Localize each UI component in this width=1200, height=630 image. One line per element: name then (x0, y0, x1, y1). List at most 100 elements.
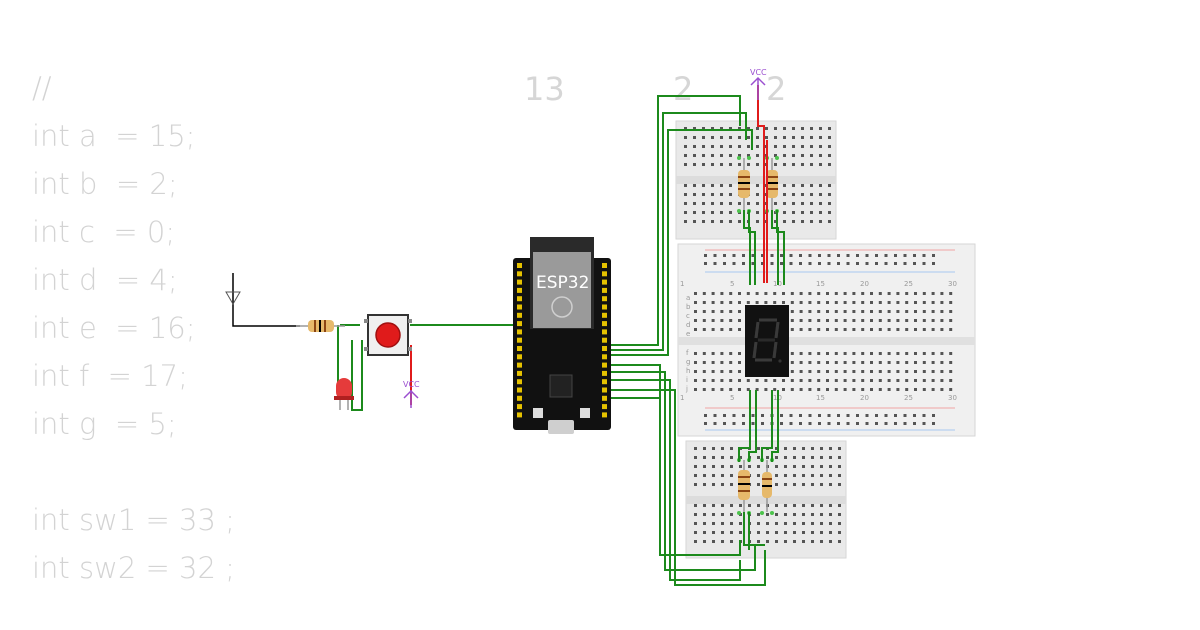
breadboard-hole (766, 522, 769, 525)
breadboard-hole (861, 352, 865, 355)
breadboard-hole (693, 127, 696, 130)
breadboard-hole (828, 163, 831, 166)
breadboard-hole (703, 474, 706, 477)
breadboard-hole (922, 254, 926, 257)
breadboard-hole (720, 310, 724, 313)
breadboard-hole (729, 310, 733, 313)
breadboard-hole (799, 254, 802, 257)
breadboard-hole (751, 254, 755, 257)
breadboard-hole (819, 136, 822, 139)
breadboard-hole (808, 292, 812, 295)
breadboard-hole (711, 127, 714, 130)
breadboard-hole (914, 319, 917, 322)
breadboard-hole (819, 220, 822, 223)
breadboard-hole (789, 262, 793, 265)
breadboard-hole (811, 522, 814, 525)
breadboard-hole (720, 145, 723, 148)
breadboard-hole (702, 328, 706, 331)
breadboard-hole (756, 184, 759, 187)
breadboard-hole (775, 465, 778, 468)
breadboard-hole (838, 522, 841, 525)
breadboard-hole (799, 301, 803, 304)
breadboard-hole (838, 531, 841, 534)
breadboard-hole (755, 379, 759, 382)
breadboard-hole (801, 202, 804, 205)
breadboard-hole (738, 301, 741, 304)
breadboard-hole (828, 136, 831, 139)
breadboard-hole (712, 531, 715, 534)
breadboard-hole (861, 379, 865, 382)
breadboard-hole (887, 370, 891, 373)
breadboard-hole (694, 292, 697, 295)
breadboard-hole (896, 370, 900, 373)
breadboard-hole (799, 414, 802, 417)
breadboard-hole (742, 262, 745, 265)
breadboard-hole (834, 379, 838, 382)
led-red (334, 378, 354, 410)
breadboard-hole (817, 361, 821, 364)
breadboard-hole (774, 154, 777, 157)
breadboard-hole (783, 202, 786, 205)
breadboard-hole (802, 483, 805, 486)
breadboard-hole (792, 145, 795, 148)
breadboard-hole (773, 388, 777, 391)
breadboard-hole (820, 456, 823, 459)
breadboard-hole (843, 352, 847, 355)
breadboard-hole (702, 220, 705, 223)
esp32-pin (602, 412, 607, 418)
breadboard-hole (702, 352, 706, 355)
esp32-pin (602, 404, 607, 410)
breadboard-hole (914, 310, 917, 313)
breadboard-hole (770, 254, 774, 257)
breadboard-hole (774, 136, 777, 139)
breadboard-hole (702, 370, 706, 373)
breadboard-hole (819, 145, 822, 148)
breadboard-hole (828, 184, 831, 187)
breadboard-hole (712, 483, 715, 486)
breadboard-hole (811, 531, 814, 534)
breadboard-hole (723, 254, 726, 257)
breadboard-hole (834, 370, 838, 373)
breadboard-hole (828, 193, 831, 196)
breadboard-hole (808, 301, 812, 304)
breadboard-hole (766, 531, 769, 534)
breadboard-hole (878, 292, 882, 295)
breadboard-hole (774, 163, 777, 166)
breadboard-hole (905, 292, 909, 295)
breadboard-hole (808, 414, 812, 417)
breadboard-hole (790, 361, 794, 364)
breadboard-hole (720, 136, 723, 139)
breadboard-hole (729, 220, 732, 223)
breadboard-hole (913, 262, 916, 265)
breadboard-hole (694, 513, 697, 516)
breadboard-hole (820, 483, 823, 486)
breadboard-hole (703, 513, 706, 516)
breadboard-hole (861, 370, 865, 373)
breadboard-hole (782, 292, 785, 295)
breadboard-hole (829, 513, 832, 516)
breadboard-hole (793, 483, 796, 486)
breadboard-hole (720, 211, 723, 214)
breadboard-hole (808, 262, 812, 265)
breadboard-hole (870, 361, 873, 364)
push-button[interactable] (364, 314, 412, 356)
breadboard-hole (729, 184, 732, 187)
breadboard-hole (761, 422, 764, 425)
breadboard-hole (852, 292, 856, 295)
breadboard-hole (861, 328, 865, 331)
breadboard-hole (903, 422, 907, 425)
breadboard-hole (784, 522, 787, 525)
breadboard-hole (720, 370, 724, 373)
vcc-symbol: VCC (403, 380, 420, 408)
breadboard-hole (720, 352, 724, 355)
breadboard-hole (802, 504, 805, 507)
breadboard-hole (711, 154, 714, 157)
breadboard-hole (703, 504, 706, 507)
breadboard-hole (720, 163, 723, 166)
esp32-pin (517, 279, 522, 285)
breadboard-hole (865, 414, 869, 417)
breadboard-hole (729, 163, 732, 166)
breadboard-hole (738, 361, 741, 364)
breadboard-hole (784, 504, 787, 507)
